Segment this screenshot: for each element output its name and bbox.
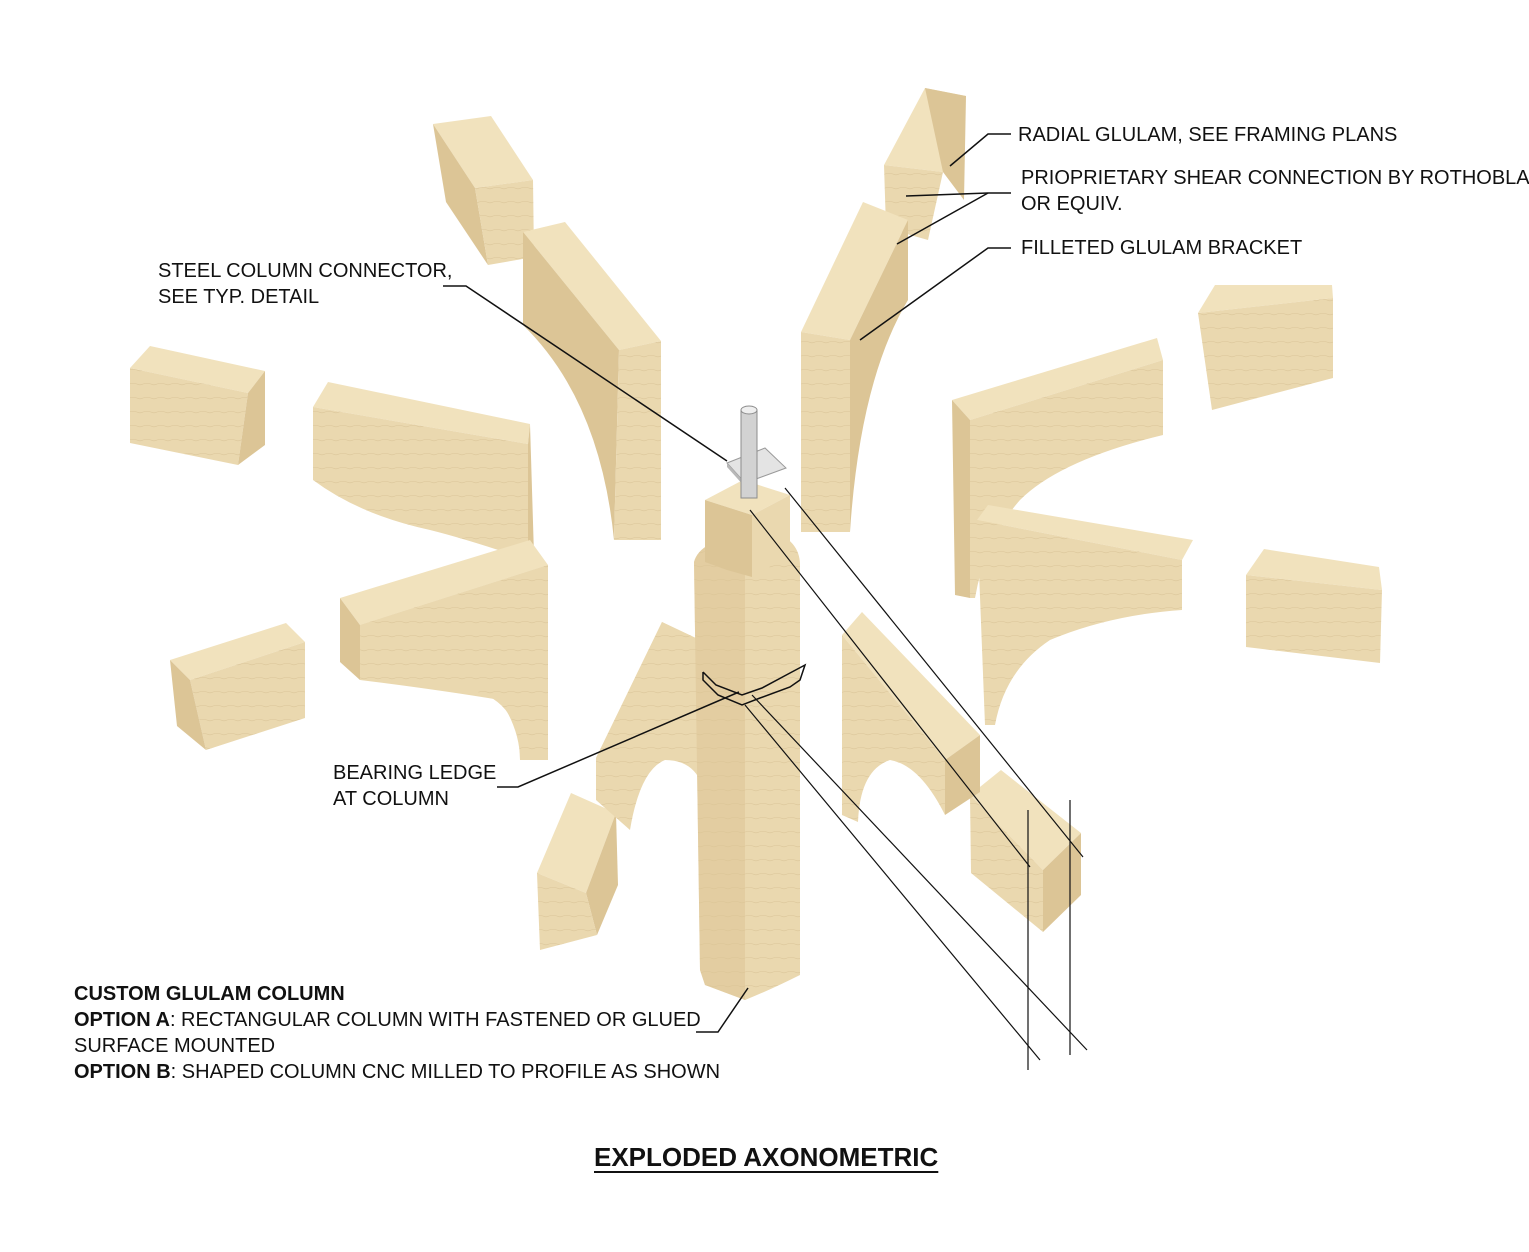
bearing-ledge-label-line1: BEARING LEDGE — [333, 762, 497, 784]
filleted-glulam-bracket-right-lower — [977, 505, 1193, 725]
shear-connection-label-line2: OR EQUIV. — [1021, 193, 1123, 215]
radial-glulam-block-left-upper — [130, 346, 265, 465]
filleted-glulam-bracket-left-lower — [340, 540, 548, 760]
column-note-heading: CUSTOM GLULAM COLUMN — [74, 983, 345, 1005]
filleted-glulam-bracket-upper-right — [801, 202, 908, 532]
radial-glulam-block-left-lower — [170, 623, 305, 750]
radial-glulam-block-bottom-left — [537, 793, 618, 950]
column-note-option-a: OPTION A: RECTANGULAR COLUMN WITH FASTEN… — [74, 1007, 701, 1033]
option-b-text: : SHAPED COLUMN CNC MILLED TO PROFILE AS… — [170, 1061, 721, 1083]
column-note-option-b: OPTION B: SHAPED COLUMN CNC MILLED TO PR… — [74, 1059, 720, 1085]
radial-glulam-block-bottom-right — [970, 770, 1081, 932]
shear-connection-label-line1: PRIOPRIETARY SHEAR CONNECTION BY ROTHOBL… — [1021, 167, 1529, 189]
steel-connector-label-line1: STEEL COLUMN CONNECTOR, — [158, 260, 453, 282]
filleted-glulam-bracket-right-upper — [952, 338, 1163, 598]
radial-glulam-label: RADIAL GLULAM, SEE FRAMING PLANS — [1018, 124, 1398, 146]
steel-column-connector — [726, 405, 787, 499]
radial-glulam-block-top-right — [884, 88, 966, 240]
radial-glulam-block-top-left — [433, 116, 534, 265]
steel-connector-label-line2: SEE TYP. DETAIL — [158, 286, 320, 308]
option-a-label: OPTION A — [74, 1009, 170, 1031]
custom-glulam-column — [694, 480, 800, 1000]
radial-glulam-block-right-lower — [1246, 549, 1382, 663]
bearing-ledge — [702, 663, 807, 706]
filleted-glulam-bracket-left-upper — [313, 382, 534, 560]
leader-lines — [443, 133, 1011, 1033]
filleted-glulam-bracket-lower-left — [596, 622, 700, 830]
assembly-lines — [744, 487, 1088, 1070]
option-b-label: OPTION B — [74, 1061, 171, 1083]
column-note-option-a-line2: SURFACE MOUNTED — [74, 1035, 276, 1057]
filleted-glulam-bracket-upper-left — [523, 222, 661, 540]
filleted-glulam-bracket-lower-right — [842, 612, 980, 822]
filleted-bracket-label: FILLETED GLULAM BRACKET — [1021, 237, 1303, 259]
radial-glulam-block-right-upper — [1198, 285, 1333, 410]
bearing-ledge-label-line2: AT COLUMN — [333, 788, 449, 810]
option-a-text: : RECTANGULAR COLUMN WITH FASTENED OR GL… — [169, 1009, 701, 1031]
page-title: EXPLODED AXONOMETRIC — [594, 1142, 939, 1172]
